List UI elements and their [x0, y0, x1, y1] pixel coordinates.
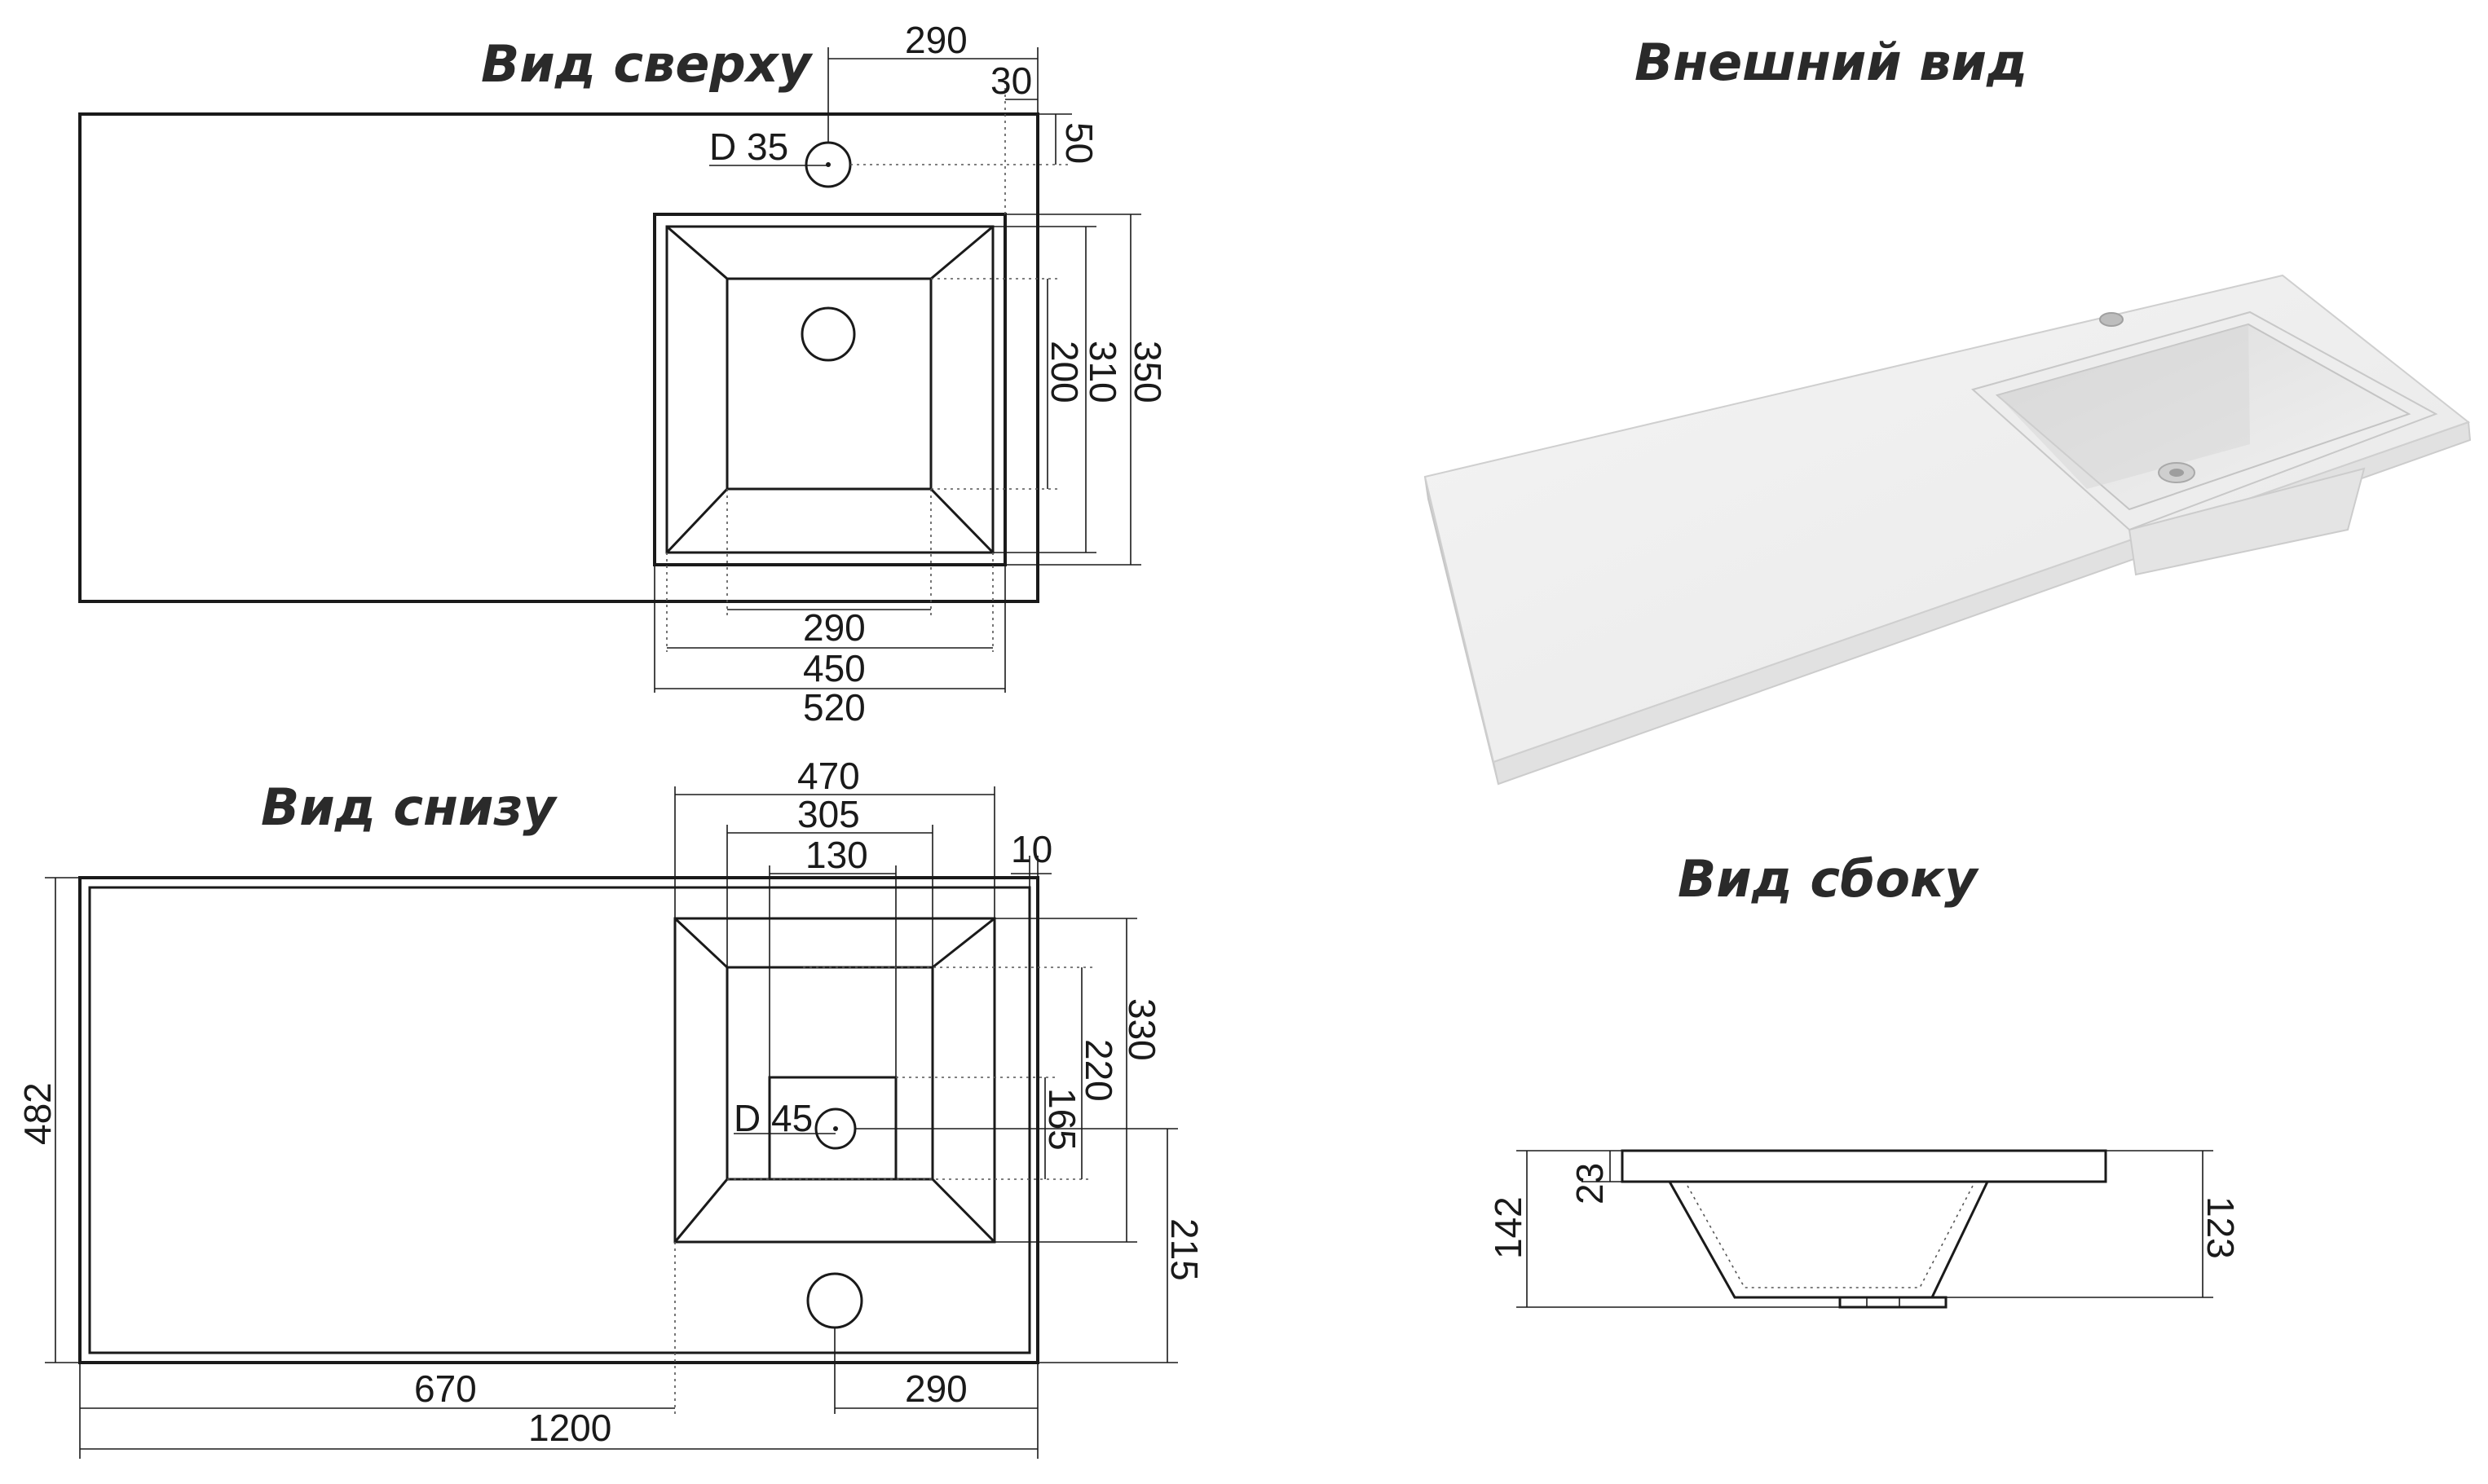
bottom-drain-circle: [814, 1107, 857, 1150]
tap-hole: [2099, 312, 2124, 327]
label-bottom-d45: D 45: [734, 1097, 813, 1139]
top-countertop-outline: [78, 112, 1039, 603]
dim-top-200: 200: [1043, 341, 1086, 403]
dim-bottom-215: 215: [1163, 1218, 1206, 1281]
dim-bottom-470: 470: [797, 755, 860, 797]
top-view-drawing: 290 30 50 D 35 200 310 350 290 45: [78, 19, 1169, 729]
dim-bottom-10: 10: [1011, 828, 1052, 870]
dim-top-310: 310: [1082, 341, 1124, 403]
dim-top-350: 350: [1127, 341, 1169, 403]
top-drain-circle: [801, 306, 856, 362]
dim-bottom-1200: 1200: [528, 1407, 611, 1449]
dim-top-290: 290: [905, 19, 968, 61]
dim-bottom-165: 165: [1041, 1088, 1083, 1151]
side-countertop-slab: [1621, 1149, 2107, 1183]
dim-bottom-290: 290: [905, 1367, 968, 1410]
side-view-drawing: 23 142 123: [1487, 1149, 2242, 1309]
bottom-tap-hole: [806, 1272, 863, 1329]
label-top-d35: D 35: [709, 126, 788, 168]
dim-bottom-670: 670: [414, 1367, 477, 1410]
dim-bottom-330: 330: [1121, 998, 1163, 1061]
dim-top-290-bottom: 290: [803, 606, 866, 649]
bottom-countertop-outline: [78, 876, 1039, 1364]
title-top-view: Вид сверху: [481, 34, 814, 94]
title-side-view: Вид сбоку: [1678, 849, 1979, 909]
bottom-basin-outer: [673, 917, 996, 1244]
dim-top-50: 50: [1058, 122, 1101, 164]
side-drain-flange: [1838, 1296, 1948, 1309]
dim-top-520: 520: [803, 686, 866, 729]
title-bottom-view: Вид снизу: [261, 777, 558, 837]
bottom-countertop-inner: [88, 886, 1031, 1354]
dim-side-142: 142: [1487, 1196, 1529, 1259]
dim-top-450: 450: [803, 647, 866, 689]
dim-bottom-305: 305: [797, 793, 860, 835]
dim-side-123: 123: [2199, 1196, 2242, 1259]
basin-under-body: [2128, 467, 2366, 576]
top-basin-outer: [653, 213, 1007, 566]
dim-side-23: 23: [1568, 1163, 1611, 1204]
title-appearance: Внешний вид: [1634, 33, 2027, 92]
bottom-view-drawing: D 45 470 305 130 10 330 220 165: [16, 755, 1206, 1459]
dim-bottom-130: 130: [805, 834, 868, 876]
dim-bottom-482: 482: [16, 1082, 59, 1145]
top-basin-inner-rim: [665, 225, 995, 554]
dim-bottom-220: 220: [1078, 1039, 1120, 1102]
dim-top-30: 30: [990, 59, 1032, 102]
side-basin-body: [1667, 1180, 1990, 1299]
appearance-render: [1423, 274, 2472, 786]
top-basin-bottom: [726, 277, 933, 491]
